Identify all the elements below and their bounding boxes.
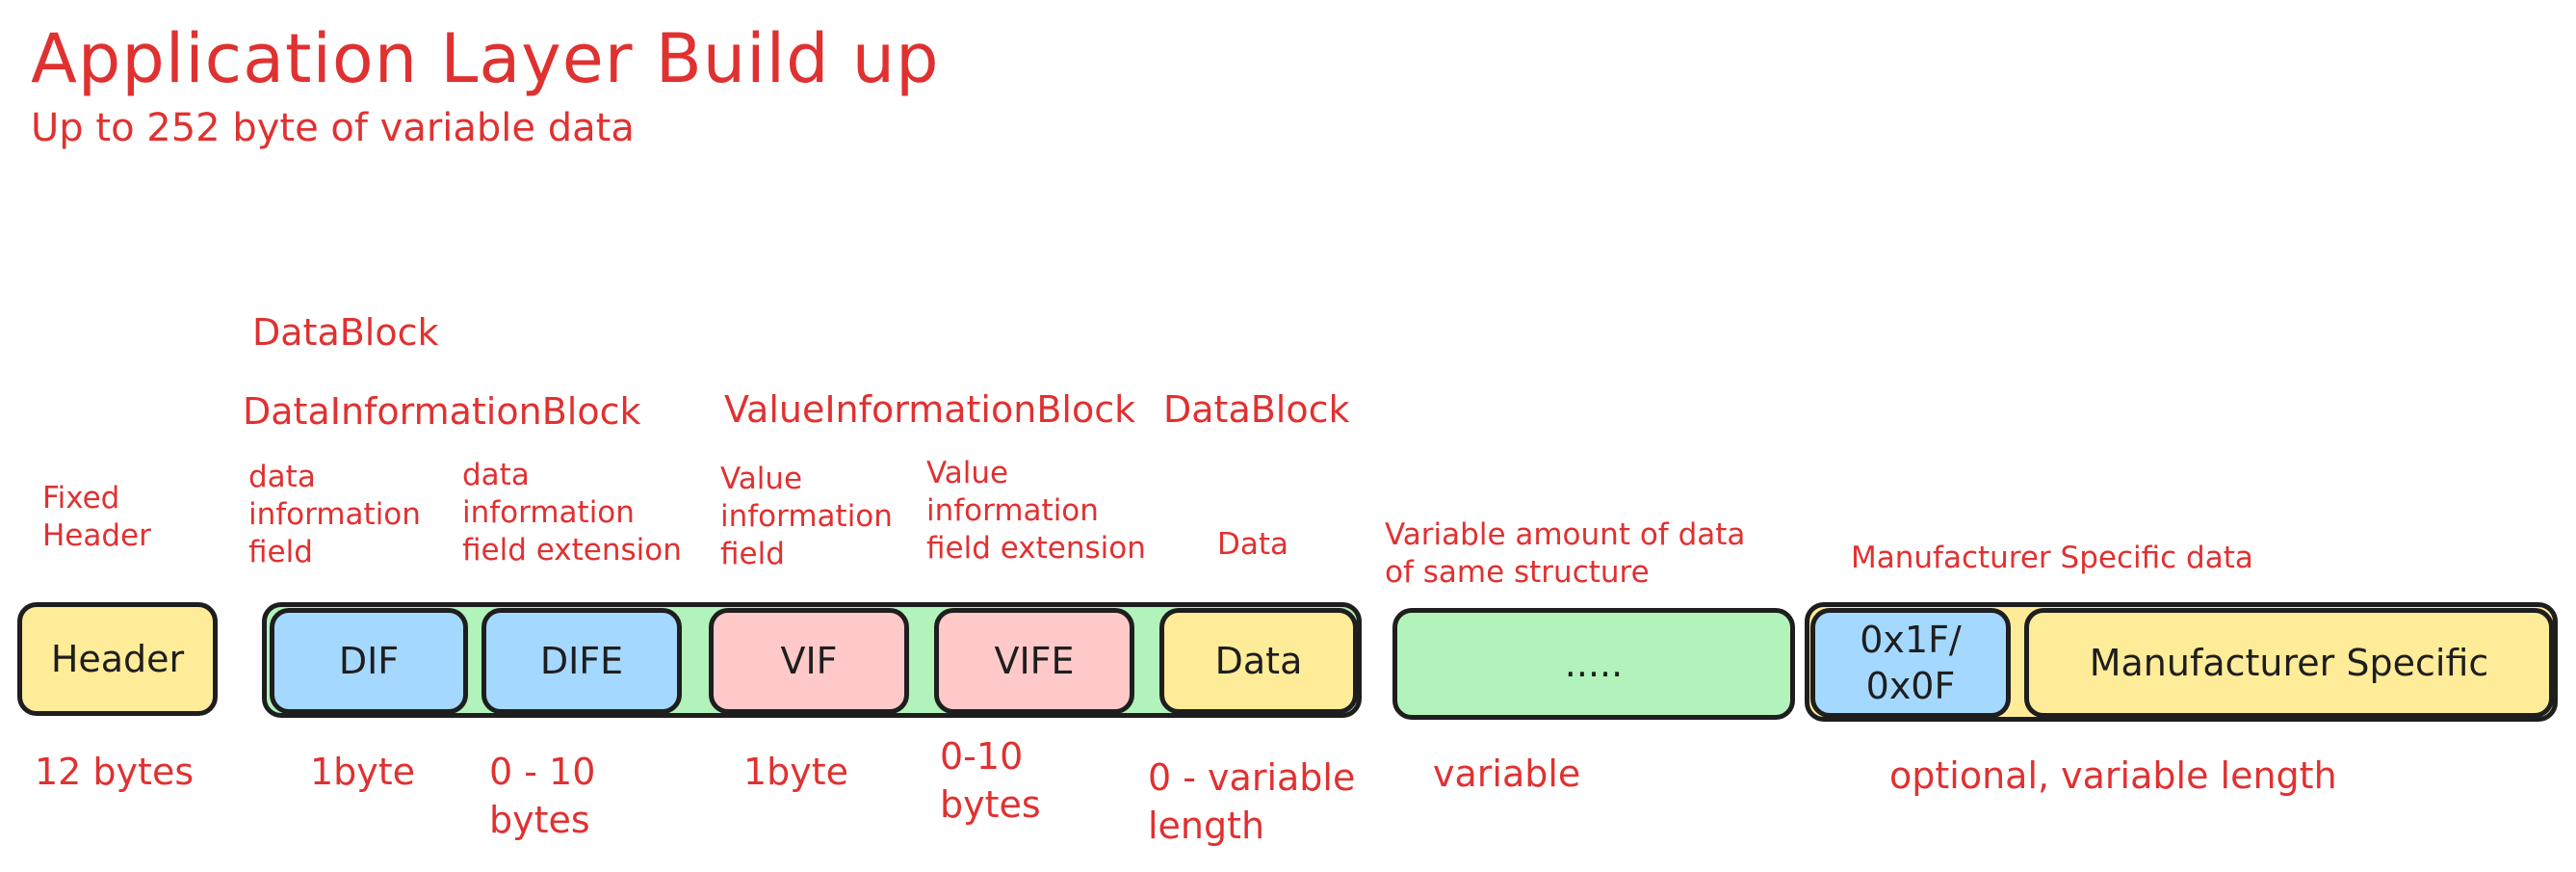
- field-label-variable: Variable amount of data of same structur…: [1385, 517, 1746, 590]
- group-label-datablock: DataBlock: [252, 311, 439, 354]
- variable-data-box: .....: [1392, 608, 1795, 720]
- size-vif: 1byte: [743, 751, 849, 793]
- size-dife: 0 - 10 bytes: [489, 751, 596, 841]
- manufacturer-marker-box: 0x1F/ 0x0F: [1810, 608, 2011, 718]
- data-box: Data: [1159, 608, 1358, 714]
- field-label-dif: data information field: [248, 460, 421, 569]
- dif-box: DIF: [270, 608, 468, 714]
- field-label-manufacturer: Manufacturer Specific data: [1851, 541, 2253, 575]
- field-label-data: Data: [1217, 527, 1289, 562]
- vif-box: VIF: [709, 608, 909, 714]
- vife-box: VIFE: [934, 608, 1134, 714]
- size-header: 12 bytes: [35, 751, 195, 793]
- group-label-data-information-block: DataInformationBlock: [243, 390, 641, 433]
- group-label-datablock-inner: DataBlock: [1163, 388, 1350, 431]
- dife-box: DIFE: [481, 608, 682, 714]
- header-box: Header: [17, 602, 218, 716]
- size-dif: 1byte: [310, 751, 416, 793]
- size-manufacturer: optional, variable length: [1889, 754, 2337, 797]
- field-label-vife: Value information field extension: [926, 456, 1146, 566]
- field-label-vif: Value information field: [720, 462, 893, 571]
- page-title: Application Layer Build up: [31, 19, 940, 98]
- size-variable: variable: [1433, 753, 1581, 795]
- field-label-header: Fixed Header: [42, 481, 151, 553]
- group-label-value-information-block: ValueInformationBlock: [724, 388, 1136, 431]
- field-label-dife: data information field extension: [462, 458, 682, 568]
- manufacturer-specific-box: Manufacturer Specific: [2024, 608, 2554, 718]
- size-data: 0 - variable length: [1148, 756, 1356, 847]
- size-vife: 0-10 bytes: [940, 735, 1041, 826]
- page-subtitle: Up to 252 byte of variable data: [31, 106, 635, 150]
